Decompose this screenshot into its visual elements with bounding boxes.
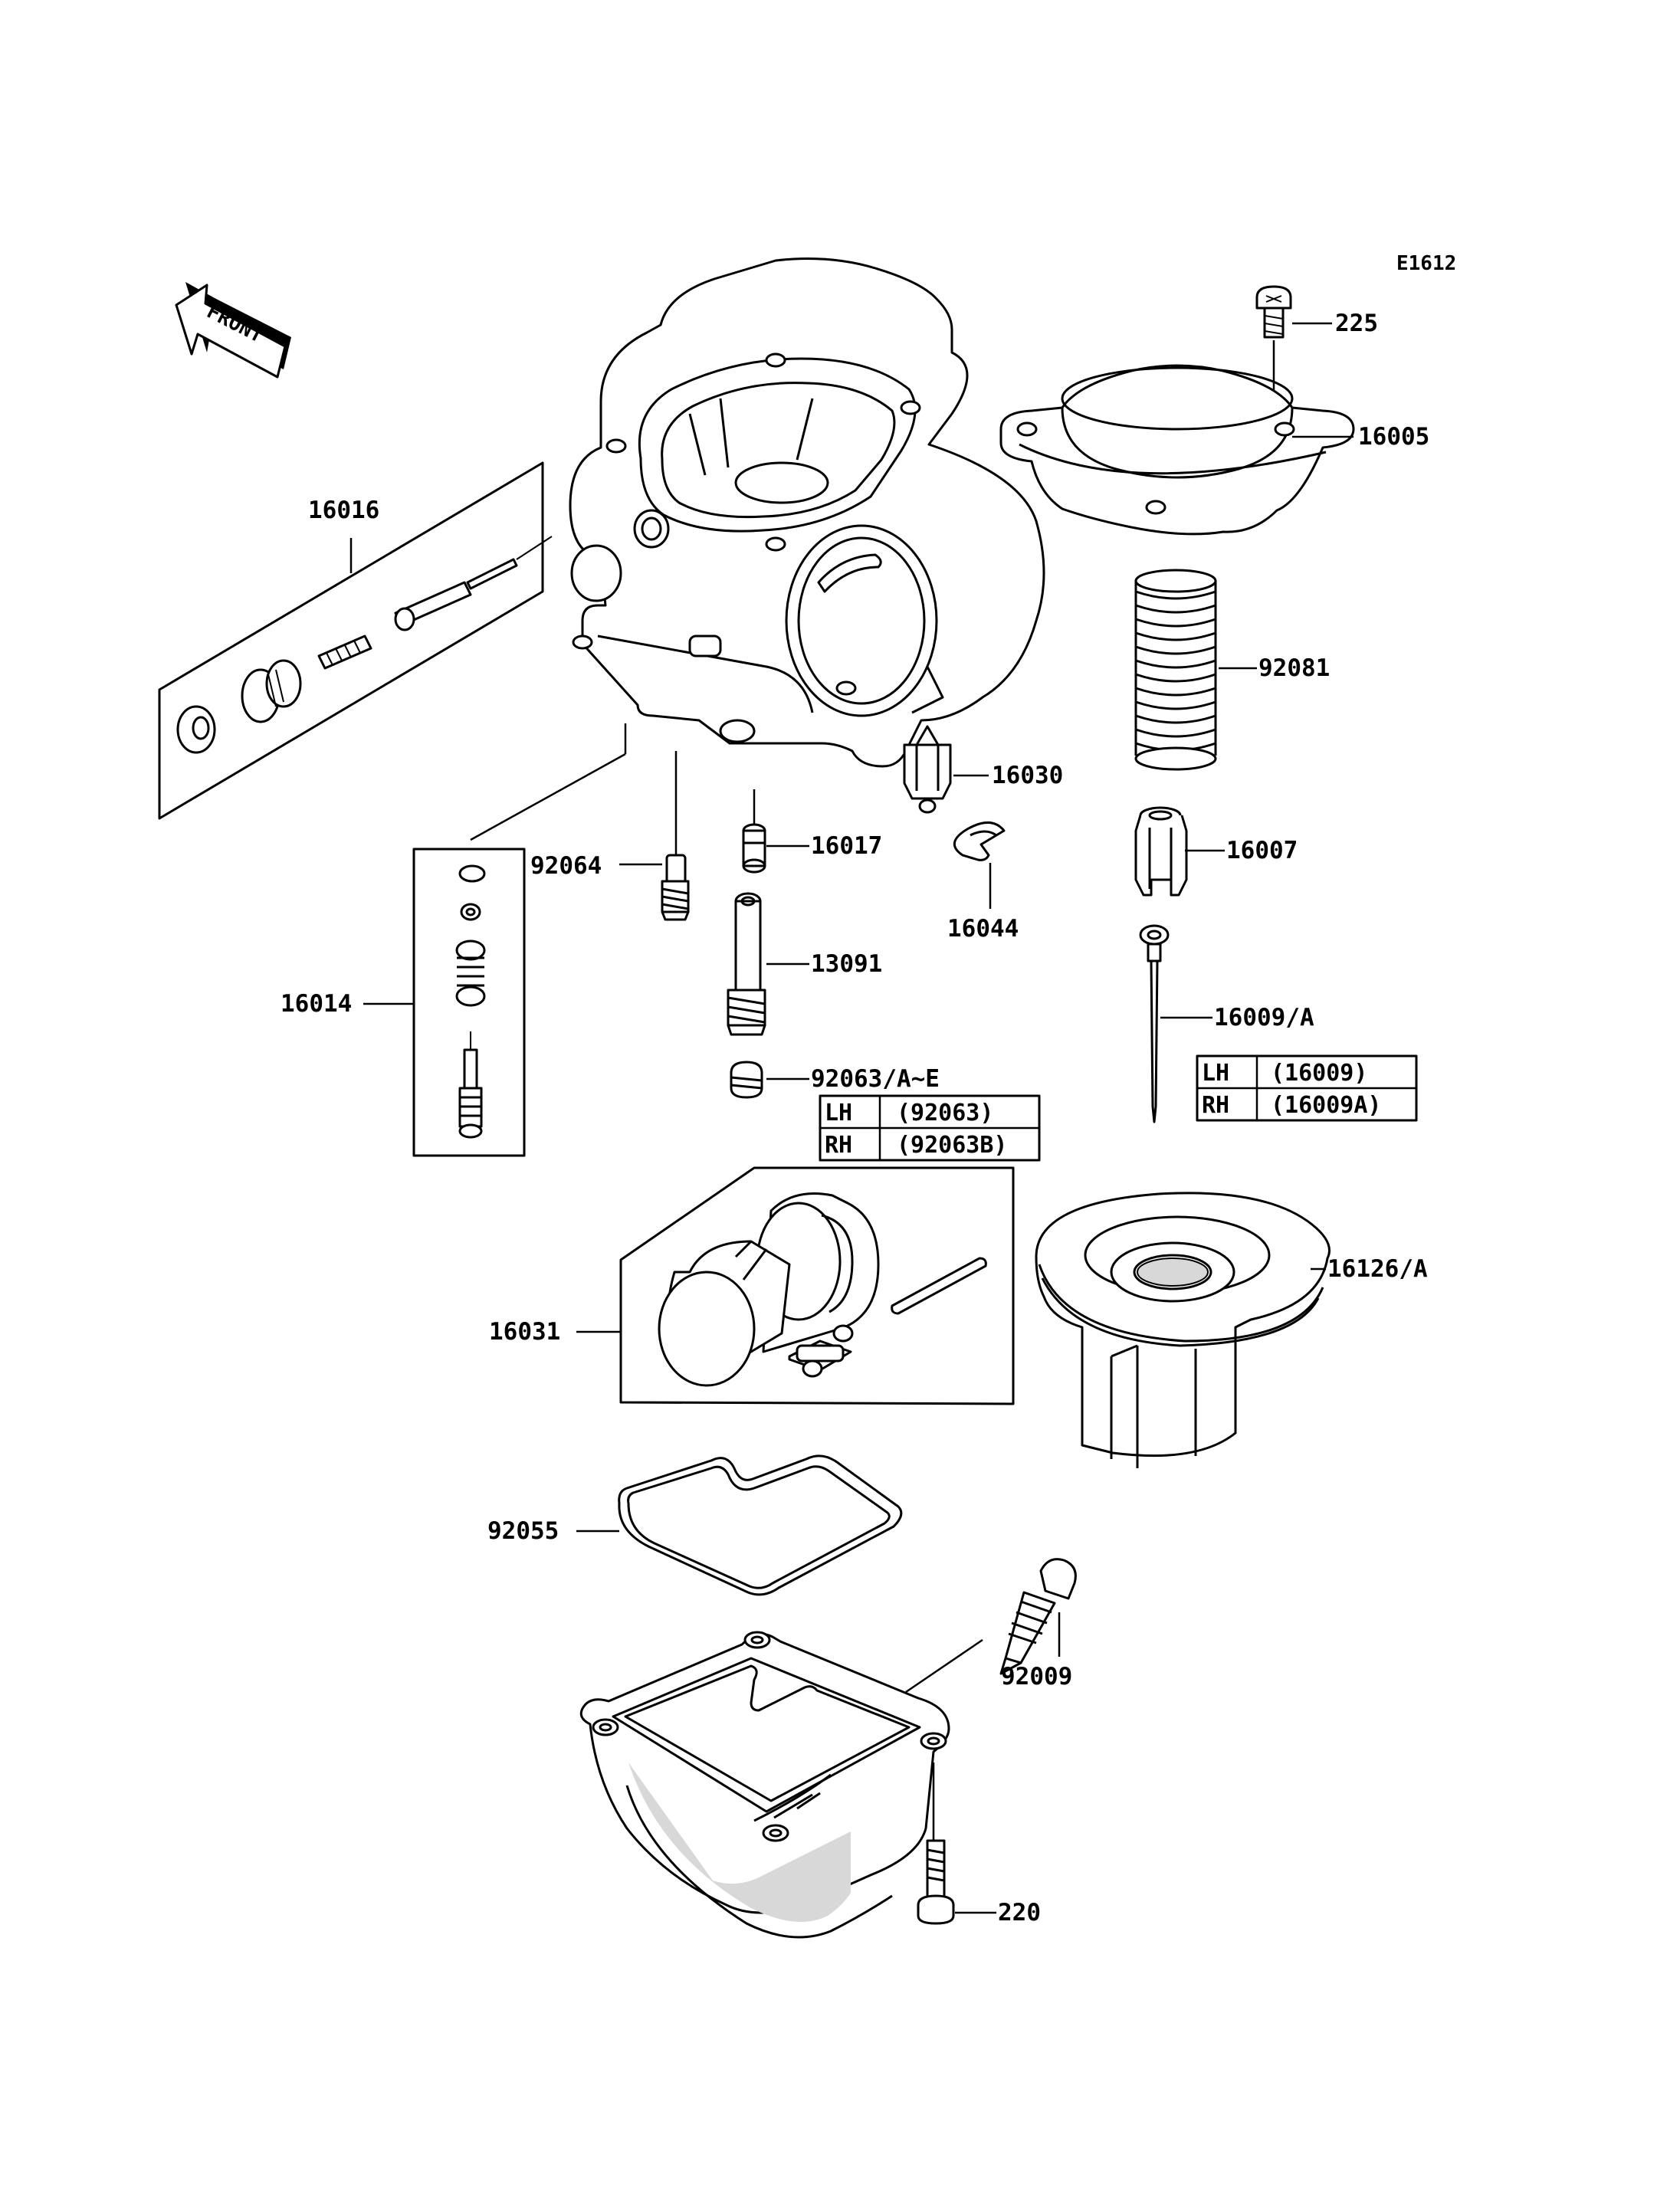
needle-set-16014 [455,864,486,1139]
jet-92063 [730,1061,763,1099]
front-arrow-icon: FRONT [175,282,291,379]
callout-220: 220 [998,1899,1041,1926]
table-92063-row-rh-side: RH [825,1132,852,1159]
table-16009-row-rh-side: RH [1202,1092,1229,1119]
top-cover-16005 [999,364,1355,536]
callout-16031: 16031 [489,1318,560,1346]
clip-16044 [953,821,1006,861]
gasket-92055 [618,1454,903,1596]
float-bowl [579,1631,950,1939]
callout-16016: 16016 [308,497,379,524]
drain-screw-92009 [999,1558,1077,1675]
callout-16005: 16005 [1358,423,1429,451]
callout-225: 225 [1335,310,1378,337]
box-16031 [619,1166,1015,1405]
callout-16007: 16007 [1226,837,1298,864]
callout-16044: 16044 [947,915,1019,943]
needle-jet-13091 [727,892,766,1036]
table-92063-row-rh-part: (92063B) [897,1132,1008,1159]
table-16009: LH (16009) RH (16009A) [1196,1054,1418,1122]
callout-16030: 16030 [992,762,1063,789]
diagram-code: E1612 [1396,252,1456,275]
pilot-screw-set [176,536,553,754]
table-16009-row-rh-part: (16009A) [1271,1092,1382,1119]
float-pin [891,1257,987,1315]
table-92063: LH (92063) RH (92063B) [819,1094,1041,1162]
callout-92055: 92055 [487,1517,559,1545]
table-92063-row-lh-side: LH [825,1100,852,1126]
spring-92081 [1134,569,1217,771]
jet-92064 [661,854,690,921]
needle-holder-16007 [1134,806,1188,897]
float-valve-16030 [903,725,952,814]
callout-13091: 13091 [811,950,882,978]
box-16016 [158,461,544,820]
callout-92063: 92063/A~E [811,1065,940,1093]
callout-92064: 92064 [530,852,602,880]
jet-16017 [742,823,766,874]
table-16009-row-lh-part: (16009) [1271,1060,1367,1087]
screw-225 [1255,285,1292,339]
jet-needle-16009 [1139,924,1170,1123]
callout-16014: 16014 [281,990,352,1018]
callout-16017: 16017 [811,832,882,860]
callout-16126: 16126/A [1327,1255,1428,1283]
table-16009-row-lh-side: LH [1202,1060,1229,1087]
box-16014 [412,848,526,1157]
diaphragm-slide-16126 [1035,1192,1331,1468]
callout-92009: 92009 [1001,1663,1072,1690]
callout-16009: 16009/A [1214,1004,1314,1031]
screw-220 [917,1839,955,1925]
float-16031 [658,1192,880,1387]
table-92063-row-lh-part: (92063) [897,1100,993,1126]
carburetor-body [569,257,1045,768]
callout-92081: 92081 [1258,654,1330,682]
